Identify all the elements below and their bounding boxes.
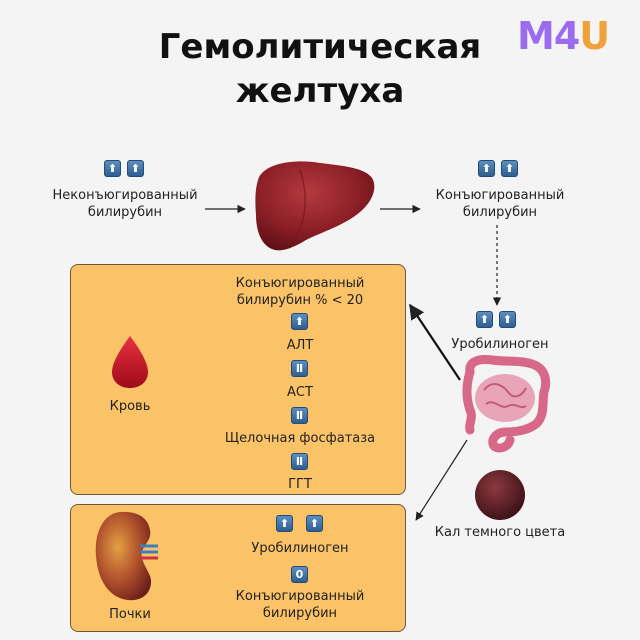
logo-u: U (579, 14, 610, 58)
up-arrow-icon: ⬆ (104, 160, 121, 177)
up-arrow-icon: ⬆ (501, 160, 518, 177)
zero-icon: 0 (291, 566, 308, 583)
stool-label: Кал темного цвета (434, 525, 566, 540)
up-arrow-icon: ⬆ (478, 160, 495, 177)
blood-label: Кровь (109, 399, 151, 414)
up-arrow-icon: ⬆ (476, 311, 493, 328)
up-arrow-icon: ⬆ (499, 311, 516, 328)
arrow-to-kidney (415, 439, 468, 521)
alt-label: АЛТ (286, 338, 314, 353)
label-line: билирубин (87, 205, 163, 220)
label-line: Неконъюгированный (52, 188, 198, 203)
label-line: Конъюгированный (235, 276, 365, 291)
label-line: билирубин % < 20 (236, 293, 364, 308)
label-line: Конъюгированный (235, 589, 365, 604)
up-arrow-icon: ⬆ (127, 160, 144, 177)
conjugated-bilirubin-indicator: ⬆ ⬆ (478, 160, 518, 177)
arrow-to-blood (409, 303, 461, 381)
m4u-logo: M4U (517, 14, 633, 58)
kidney-urobilinogen-label: Уробилиноген (251, 541, 349, 556)
page-title-line2: желтуха (235, 71, 405, 111)
ggt-label: ГГТ (288, 477, 312, 492)
unchanged-icon: Ⅱ (291, 453, 308, 470)
kidney-urobilinogen-indicator: ⬆ ⬆ (276, 515, 323, 532)
kidney-conjugated-label: Конъюгированный билирубин (210, 588, 390, 622)
alkaline-phosphatase-label: Щелочная фосфатаза (224, 431, 376, 446)
up-arrow-icon: ⬆ (306, 515, 323, 532)
blood-conjugated-label: Конъюгированный билирубин % < 20 (200, 275, 400, 309)
label-line: Конъюгированный (435, 188, 565, 203)
blood-drop-icon (112, 336, 148, 388)
conjugated-bilirubin-label: Конъюгированный билирубин (425, 187, 575, 221)
page-title-line1: Гемолитическая (158, 27, 482, 67)
unchanged-icon: Ⅱ (291, 360, 308, 377)
label-line: билирубин (462, 205, 538, 220)
unconjugated-bilirubin-indicator: ⬆ ⬆ (104, 160, 144, 177)
unconjugated-bilirubin-label: Неконъюгированный билирубин (50, 187, 200, 221)
liver-icon (255, 161, 375, 251)
urobilinogen-label: Уробилиноген (451, 337, 549, 352)
ast-label: АСТ (287, 385, 313, 400)
stool-icon (475, 470, 525, 520)
urobilinogen-indicator: ⬆ ⬆ (476, 311, 516, 328)
up-arrow-icon: ⬆ (276, 515, 293, 532)
up-arrow-icon: ⬆ (291, 313, 308, 330)
logo-m4: M4 (517, 14, 580, 58)
label-line: билирубин (262, 606, 338, 621)
unchanged-icon: Ⅱ (291, 407, 308, 424)
kidney-icon (95, 511, 158, 601)
kidney-label: Почки (109, 607, 151, 622)
intestine-icon (462, 355, 551, 453)
